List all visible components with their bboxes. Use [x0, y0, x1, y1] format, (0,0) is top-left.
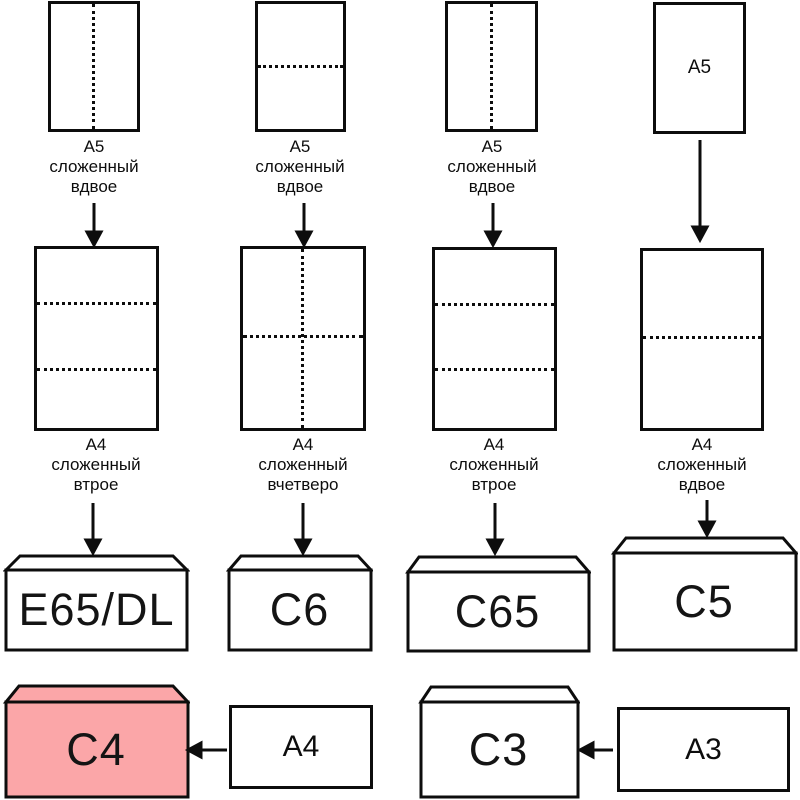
paper-a5-label: A5	[687, 57, 712, 78]
arrow-left-a3-to-c3	[576, 740, 613, 760]
caption-a4-folded-3: A4 сложенный втрое	[449, 435, 539, 494]
envelope-c4-label: C4	[66, 723, 126, 775]
arrow-down-a4-3	[485, 503, 505, 557]
paper-a4-source-label: A4	[282, 730, 320, 763]
caption-a5-folded-2: A5 сложенный вдвое	[255, 137, 345, 196]
caption-a4-folded-2: A4 сложенный вчетверо	[258, 435, 348, 494]
paper-a4-fold-thirds-1	[34, 246, 159, 431]
paper-a4-fold-thirds-2	[432, 247, 557, 431]
fold-line-vertical	[92, 4, 95, 129]
fold-line-horizontal	[643, 335, 761, 339]
fold-line-vertical	[301, 249, 304, 428]
paper-a5-fold-vertical-1	[48, 1, 140, 132]
paper-a4-fold-quarters	[240, 246, 366, 431]
envelope-c3-label: C3	[468, 723, 529, 775]
arrow-down-a5-3	[483, 203, 503, 249]
paper-a3-source: A3	[617, 707, 790, 792]
arrow-down-a4-1	[83, 503, 103, 557]
envelope-c5-shape	[610, 536, 798, 652]
caption-a4-folded-4: A4 сложенный вдвое	[657, 435, 747, 494]
fold-line-horizontal	[435, 368, 554, 372]
envelope-e65dl-label: E65/DL	[18, 584, 175, 635]
paper-a5-fold-horizontal	[255, 1, 346, 132]
envelope-c4-shape	[2, 684, 190, 799]
arrow-down-a4-4	[697, 500, 717, 539]
caption-a5-folded-1: A5 сложенный вдвое	[49, 137, 139, 196]
fold-line-horizontal	[435, 302, 554, 306]
arrow-down-a5-4	[690, 140, 710, 244]
arrow-left-a4-to-c4	[184, 740, 227, 760]
fold-line-horizontal	[37, 368, 156, 372]
paper-a5-fold-vertical-2	[445, 1, 538, 132]
paper-a3-source-label: A3	[685, 732, 722, 766]
envelope-c3-shape	[418, 685, 580, 799]
envelope-c65-label: C65	[454, 585, 541, 637]
paper-a5-plain: A5	[653, 2, 746, 134]
fold-line-horizontal	[37, 301, 156, 305]
arrow-down-a5-2	[294, 203, 314, 249]
envelope-c65-shape	[405, 555, 591, 653]
envelope-c5-label: C5	[674, 575, 734, 627]
envelope-c6-label: C6	[269, 584, 330, 635]
fold-line-vertical	[489, 4, 493, 129]
arrow-down-a4-2	[293, 503, 313, 557]
envelope-c6-shape	[226, 554, 373, 652]
paper-a4-source: A4	[229, 705, 373, 789]
fold-line-horizontal	[258, 64, 343, 68]
envelope-e65dl-shape	[3, 554, 190, 652]
paper-a4-fold-half	[640, 248, 764, 431]
caption-a4-folded-1: A4 сложенный втрое	[51, 435, 141, 494]
fold-line-horizontal	[243, 334, 363, 338]
caption-a5-folded-3: A5 сложенный вдвое	[447, 137, 537, 196]
arrow-down-a5-1	[84, 203, 104, 249]
